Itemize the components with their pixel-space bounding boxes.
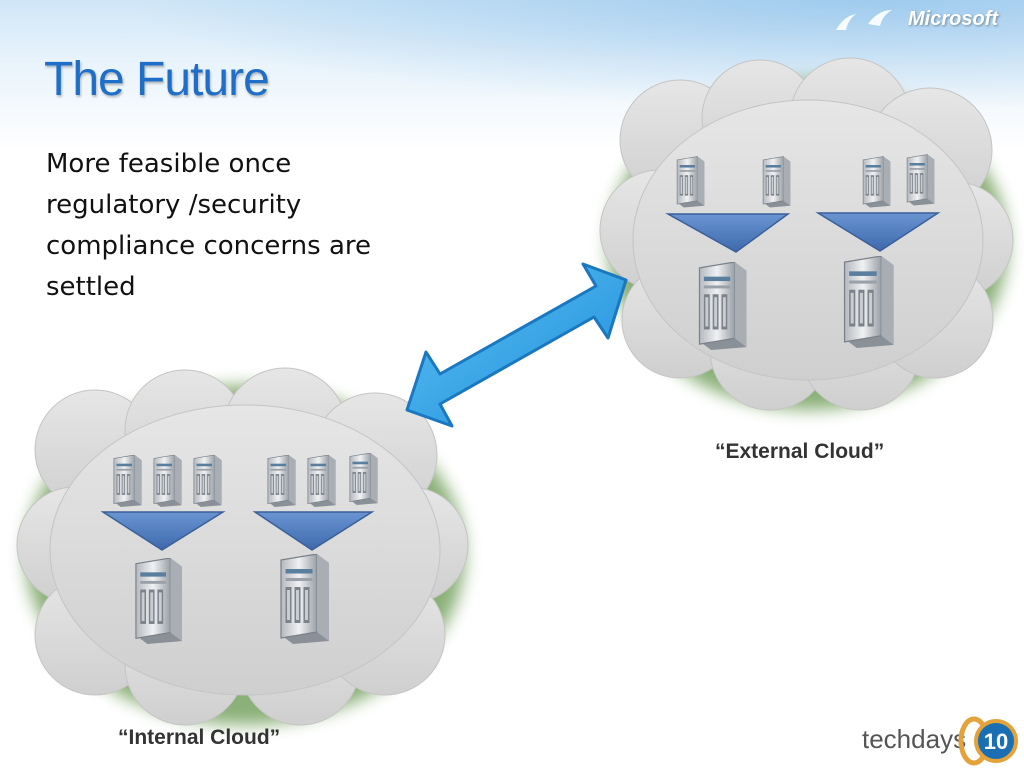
techdays-badge: 10 bbox=[958, 716, 1018, 766]
microsoft-logo: Microsoft bbox=[908, 8, 998, 30]
internal-cloud-label: “Internal Cloud” bbox=[118, 726, 281, 749]
external-servers bbox=[665, 154, 941, 350]
server-icon bbox=[153, 455, 183, 507]
server-icon bbox=[698, 262, 748, 350]
server-icon bbox=[267, 455, 297, 507]
slide-body-text: More feasible once regulatory /security … bbox=[46, 149, 371, 302]
server-icon bbox=[843, 256, 895, 348]
server-icon bbox=[307, 455, 337, 507]
server-icon bbox=[762, 156, 791, 208]
server-icon bbox=[862, 156, 891, 208]
techdays-logo: techdays bbox=[862, 724, 967, 754]
funnel-arrow-icon bbox=[100, 511, 226, 551]
server-icon bbox=[349, 453, 379, 505]
server-icon bbox=[113, 455, 143, 507]
badge-number: 10 bbox=[984, 729, 1008, 754]
external-cloud-label: “External Cloud” bbox=[715, 440, 885, 463]
double-arrow-icon bbox=[405, 262, 628, 428]
funnel-arrow-icon bbox=[665, 213, 791, 253]
server-icon bbox=[135, 558, 183, 644]
funnel-arrow-icon bbox=[815, 212, 941, 252]
server-icon bbox=[906, 154, 935, 206]
bird-icon bbox=[836, 10, 892, 30]
funnel-arrow-icon bbox=[252, 511, 375, 551]
internal-cloud bbox=[16, 367, 469, 726]
server-icon bbox=[280, 554, 330, 644]
internal-servers bbox=[100, 453, 379, 644]
external-cloud bbox=[599, 57, 1014, 411]
server-icon bbox=[193, 455, 223, 507]
slide-title: The Future bbox=[44, 53, 270, 106]
server-icon bbox=[676, 156, 705, 208]
